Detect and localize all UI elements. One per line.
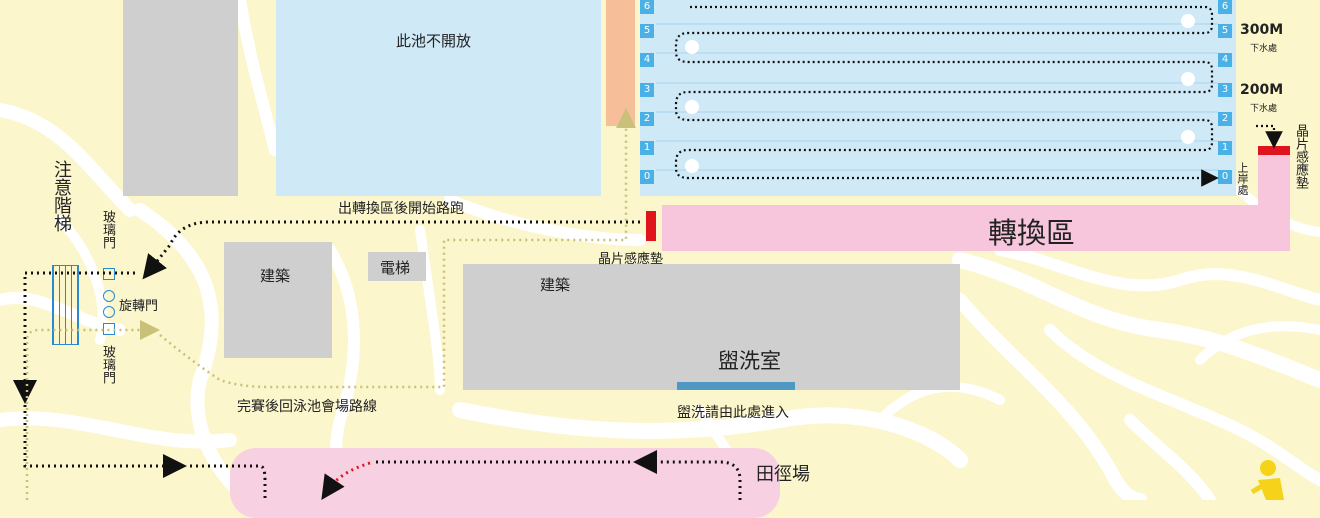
closed-pool	[276, 0, 601, 196]
glass-door-top-label: 玻璃門	[100, 210, 115, 249]
transition-zone	[662, 205, 1290, 251]
building-left-label: 建築	[260, 267, 291, 285]
building-main-label: 建築	[540, 276, 571, 294]
lane-number: 3	[1218, 83, 1232, 97]
lane-number: 2	[640, 112, 654, 126]
track-field-label: 田徑場	[756, 464, 810, 485]
elevator-label: 電梯	[380, 259, 411, 277]
building-far-left	[123, 0, 238, 196]
restroom-entry-label: 盥洗請由此處進入	[677, 405, 789, 421]
lane-number: 2	[1218, 112, 1232, 126]
revolving-door-icon	[103, 306, 115, 318]
track-entry-route	[321, 461, 371, 500]
lane-number: 4	[1218, 53, 1232, 67]
lane-number: 6	[1218, 0, 1232, 14]
exit-label: 上岸處	[1236, 162, 1249, 195]
run-route	[13, 220, 742, 500]
lane-number: 0	[1218, 170, 1232, 184]
revolving-door-icon	[103, 290, 115, 302]
restroom-label: 盥洗室	[718, 349, 781, 373]
route-overlay	[13, 5, 1284, 500]
lane-number: 4	[640, 53, 654, 67]
lane-number: 0	[640, 170, 654, 184]
swim-route	[674, 5, 1283, 187]
chip-mat-label-bottom: 晶片感應墊	[598, 252, 664, 267]
closed-pool-label: 此池不開放	[396, 32, 472, 50]
transition-zone-label: 轉換區	[988, 216, 1076, 250]
return-route-label: 完賽後回泳池會場路線	[237, 399, 377, 415]
lane-number: 1	[1218, 141, 1232, 155]
lane-number: 5	[640, 24, 654, 38]
chip-mat-label-right: 晶片感應墊	[1293, 124, 1308, 189]
lane-number: 6	[640, 0, 654, 14]
marker-300-distance: 300M	[1240, 22, 1284, 38]
transition-zone-extension	[1258, 155, 1290, 251]
lane-number: 1	[640, 141, 654, 155]
pool-deck-strip	[606, 0, 635, 126]
marker-200-note: 下水處	[1250, 104, 1278, 114]
glass-door-bottom-label: 玻璃門	[100, 345, 115, 384]
return-route	[25, 108, 636, 500]
building-left	[224, 242, 332, 358]
lane-number: 5	[1218, 24, 1232, 38]
elevator	[368, 252, 426, 281]
building-main	[463, 264, 960, 390]
chip-mat-right	[1258, 146, 1290, 155]
restroom-entry-bar	[677, 382, 795, 390]
revolving-door-label: 旋轉門	[119, 299, 159, 314]
chip-mat-left	[646, 211, 656, 241]
lane-number: 3	[640, 83, 654, 97]
run-start-label: 出轉換區後開始路跑	[338, 201, 464, 217]
stairs-label: 注意階梯	[51, 160, 72, 232]
marker-200-distance: 200M	[1240, 82, 1284, 98]
runner-icon	[1250, 460, 1284, 500]
stairs-icon	[52, 265, 79, 345]
marker-300-note: 下水處	[1250, 44, 1278, 54]
